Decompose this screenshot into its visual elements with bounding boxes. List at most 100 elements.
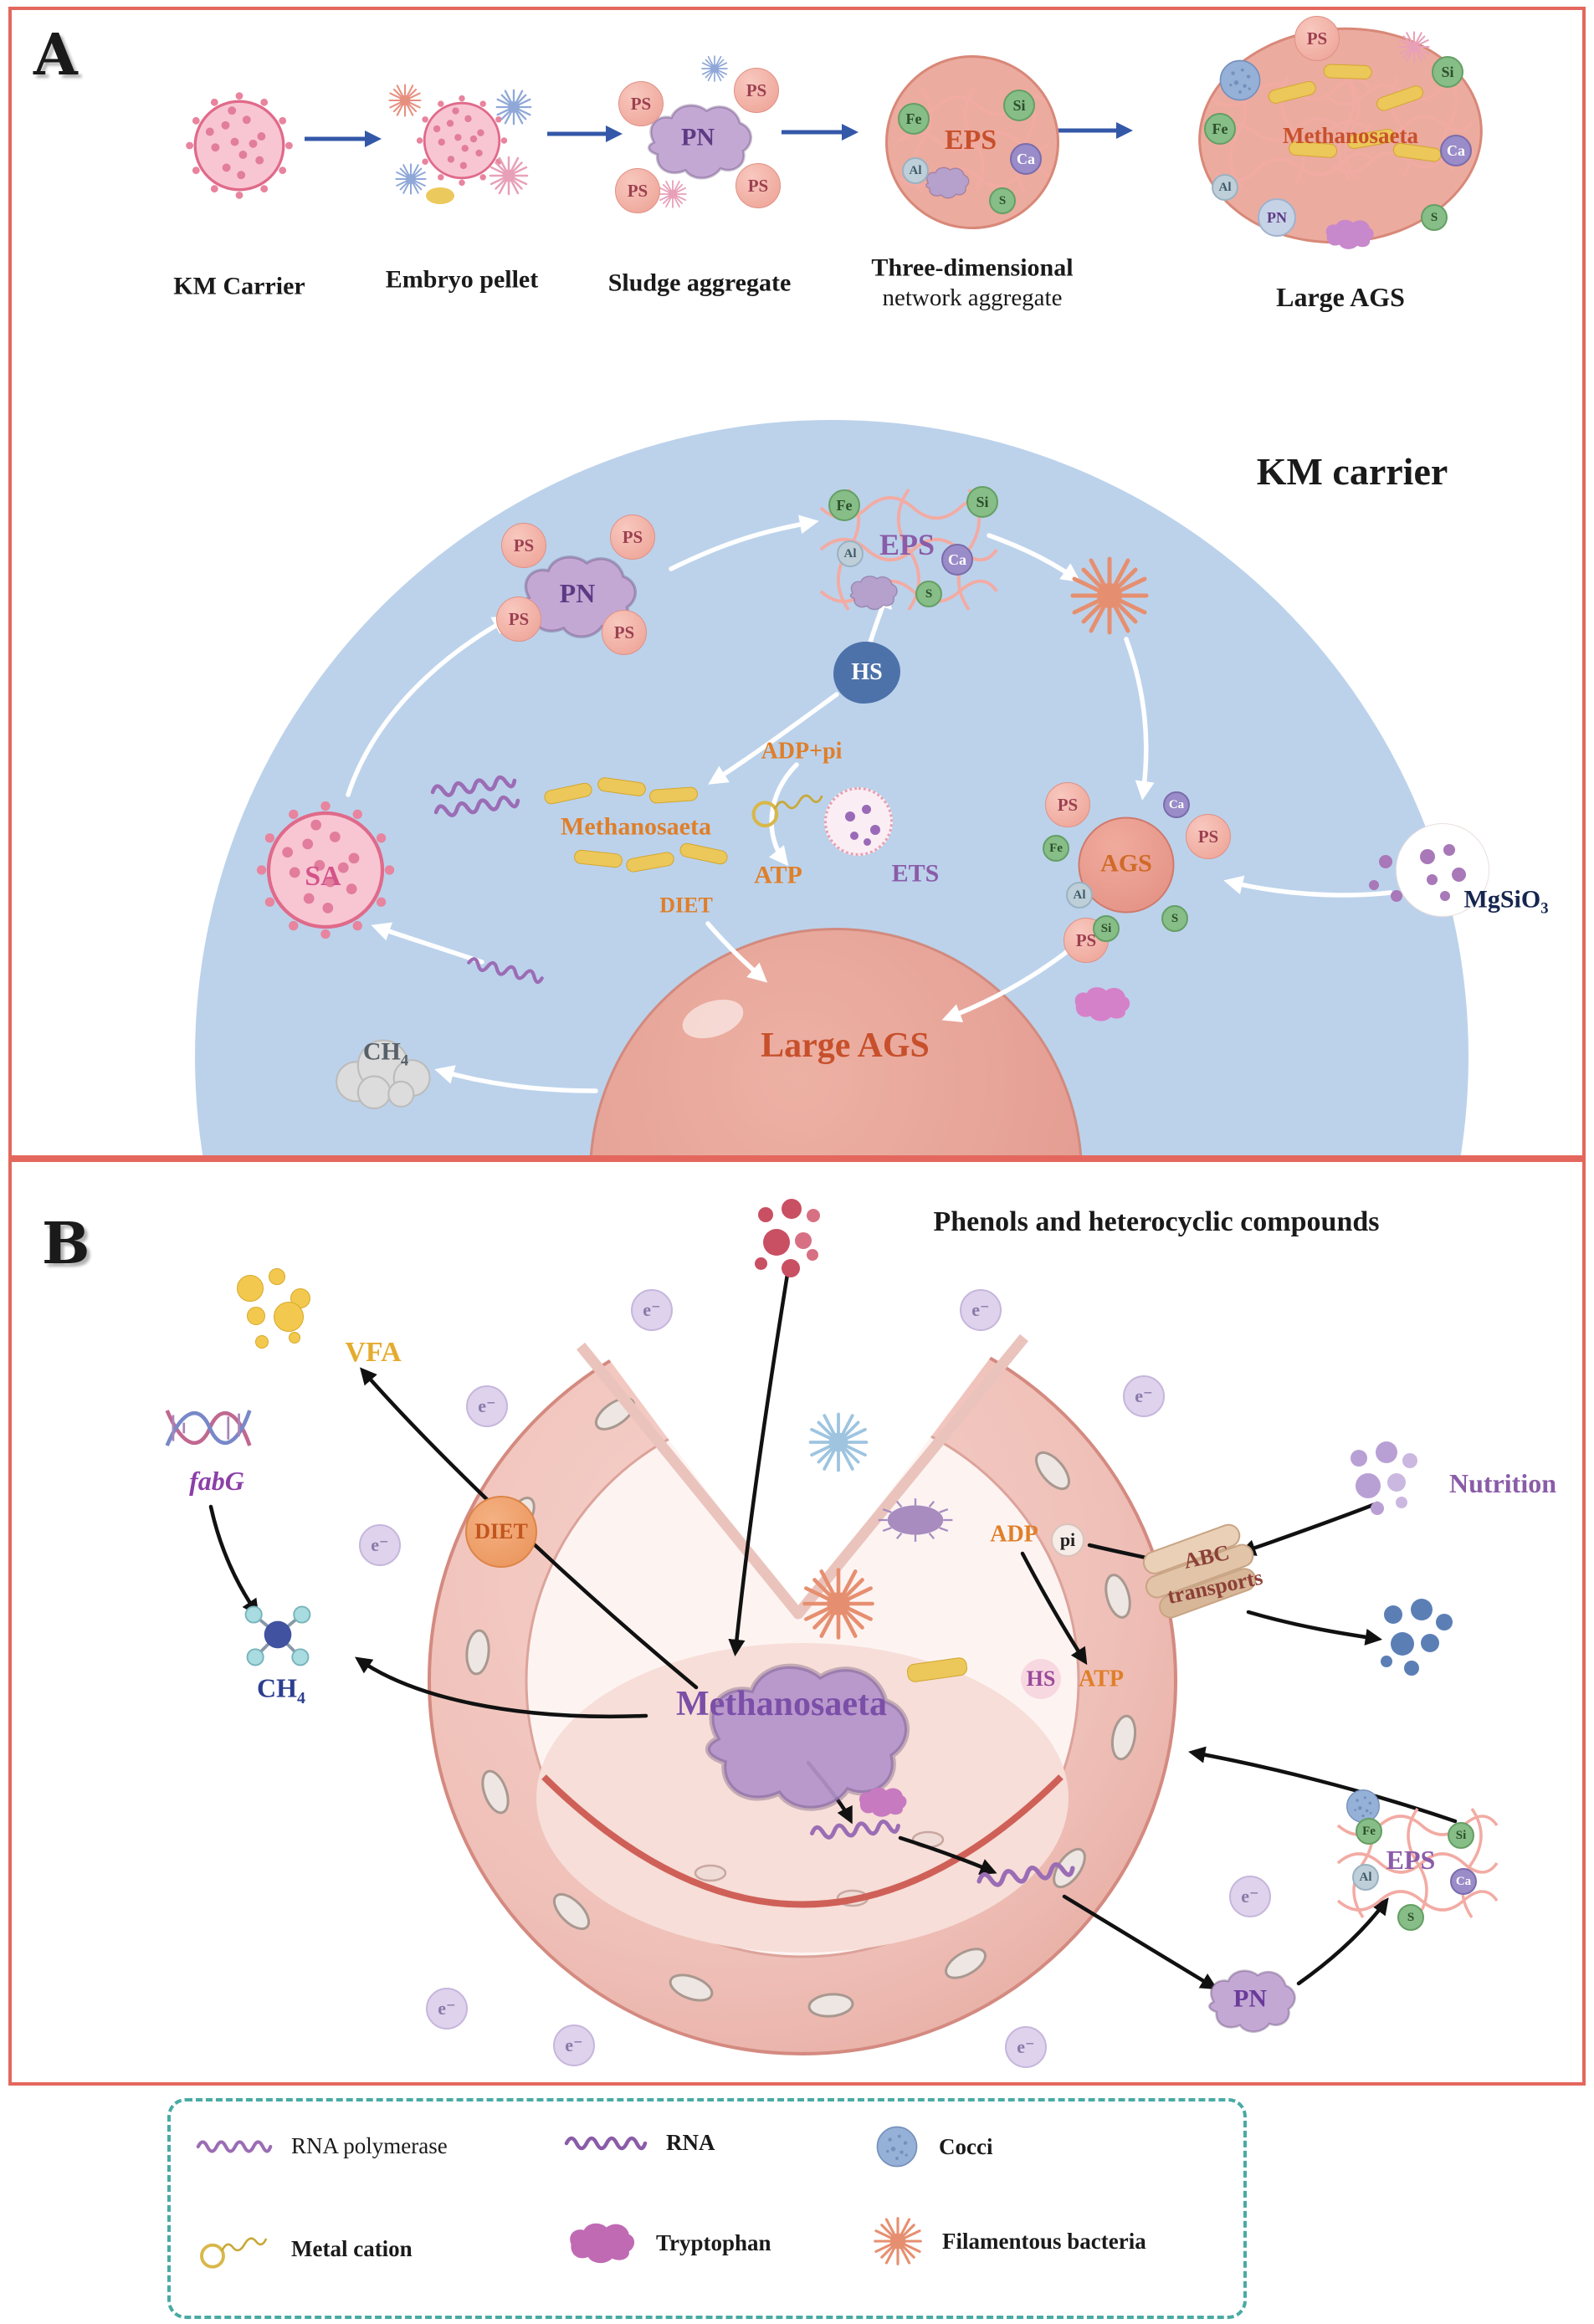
element-ca: Ca [941,544,973,576]
filamentous-bacteria-icon [874,2217,922,2265]
element-fe: Fe [1043,835,1069,862]
element-si: Si [1003,90,1035,121]
mgsio3-particle [1396,823,1489,917]
network-aggregate-icon [885,55,1059,229]
ags-label: AGS [1100,849,1152,878]
electron: e⁻ [1123,1375,1165,1417]
rna-icon [564,2131,648,2156]
element-s: S [989,187,1016,214]
element-al: Al [902,157,929,184]
diet-label: DIET [474,1519,528,1543]
protein-blob [925,166,970,199]
legend-label: RNA [666,2130,715,2155]
ps-granule: PS [734,68,779,113]
electron: e⁻ [1229,1876,1271,1917]
rna-polymerase-icon [196,2137,273,2157]
eps-label: EPS [1386,1845,1436,1876]
panel-b: B Phenols and heterocyclic compounds [8,1159,1586,2086]
metal-cation-icon [750,783,827,830]
filamentous-bacteria-icon [800,1565,877,1642]
electron: e⁻ [631,1289,673,1331]
legend-label: Filamentous bacteria [942,2228,1146,2254]
adp-label: ADP [990,1521,1038,1548]
ets-vesicle [824,787,893,856]
ps-granule: PS [735,163,781,208]
fabg-label: fabG [189,1466,244,1497]
hs-label: HS [851,659,883,685]
metabolite-cluster [1374,1595,1462,1679]
mgsio3-label: MgSiO3 [1463,885,1549,918]
element-al: Al [837,540,864,567]
methanosaeta-label: Methanosaeta [561,812,711,841]
panel-b-letter: B [42,1211,90,1277]
pn-label: PN [559,578,596,609]
element-si: Si [1432,56,1463,88]
tryptophan-blob [1325,219,1374,249]
electron: e⁻ [466,1385,508,1427]
filamentous-bacteria-icon [1068,554,1151,637]
ch4-label: CH4 [362,1037,409,1070]
legend-item-cocci: Cocci [874,2123,992,2170]
caption-network-line1: Three-dimensional [871,253,1074,282]
ags-granule [1078,816,1175,914]
panel-a: A KM Carrier [8,7,1586,1159]
bacteria-icon [808,1412,869,1472]
element-fe: Fe [898,103,930,135]
large-ags-label: Large AGS [761,1026,930,1065]
element-ca: Ca [1450,1868,1477,1895]
caption-sludge-aggregate: Sludge aggregate [607,269,792,297]
nutrition-cluster [1340,1440,1433,1523]
vfa-cluster [225,1267,325,1359]
caption-embryo-pellet: Embryo pellet [385,265,539,294]
element-s: S [1161,905,1188,932]
tryptophan-icon [570,2223,635,2264]
eps-label: EPS [879,528,935,562]
cycle-title: KM carrier [1256,449,1448,493]
pn-granule: PN [1258,198,1296,237]
legend-item-metal-cation: Metal cation [196,2227,413,2270]
adp-pi-label: ADP+pi [761,738,843,765]
electron: e⁻ [960,1289,1002,1331]
element-s: S [1397,1904,1424,1931]
element-al: Al [1212,174,1238,201]
vfa-label: VFA [345,1337,402,1369]
ch4-molecule-icon [243,1605,312,1667]
electron: e⁻ [1005,2026,1047,2068]
tryptophan-blob [859,1787,907,1817]
element-fe: Fe [1204,113,1236,145]
caption-network-line2: network aggregate [882,284,1063,311]
electron: e⁻ [426,1988,468,2030]
electron: e⁻ [553,2025,595,2066]
ps-granule: PS [1294,16,1340,61]
diet-node: DIET [465,1496,537,1568]
ps-granule: PS [501,523,546,568]
pi-node: pi [1051,1523,1084,1557]
pn-label: PN [1233,1984,1267,2013]
element-fe: Fe [828,489,860,521]
legend-item-rna: RNA [564,2130,715,2156]
cocci-icon [1219,59,1261,101]
pi-label: pi [1059,1529,1076,1550]
hs-blob: HS [833,642,900,704]
legend-label: RNA polymerase [291,2133,448,2158]
caption-large-ags: Large AGS [1276,282,1405,313]
ch4-label: CH4 [257,1672,305,1707]
ps-granule: PS [1045,782,1090,827]
yellow-microbe [426,187,454,204]
legend-item-rna-polymerase: RNA polymerase [196,2133,448,2159]
cocci-icon [876,2126,918,2168]
ets-label: ETS [891,859,940,888]
methanosaeta-label: Methanosaeta [676,1684,887,1723]
panel-b-title: Phenols and heterocyclic compounds [933,1206,1380,1238]
eps-label: EPS [944,125,997,156]
caption-km-carrier: KM Carrier [173,272,305,300]
dna-icon [162,1401,254,1455]
mineral-dot [1391,890,1402,902]
legend-item-tryptophan: Tryptophan [564,2220,771,2265]
tryptophan-blob [1074,987,1130,1021]
ps-granule: PS [615,168,660,213]
element-si: Si [1448,1822,1474,1849]
bacteria-icon [659,180,687,208]
mineral-dot [1379,855,1392,868]
